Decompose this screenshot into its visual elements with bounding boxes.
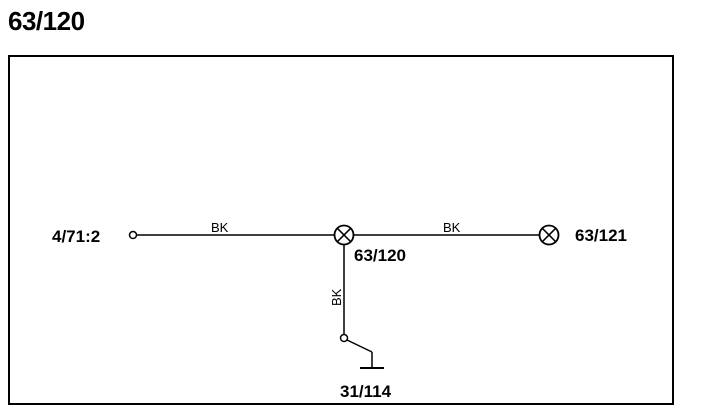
connector-right-label: 63/121 (575, 226, 627, 245)
splice-center-icon (333, 224, 355, 246)
splice-right-icon (538, 224, 560, 246)
ground-icon (339, 333, 384, 369)
terminal-left-icon (128, 230, 138, 240)
page-title: 63/120 (8, 6, 85, 36)
diagram-frame (8, 55, 674, 405)
wire-left-color-label: BK (211, 220, 229, 235)
connector-left-label: 4/71:2 (52, 227, 100, 246)
wire-vertical-color-label: BK (329, 288, 344, 306)
ground-label: 31/114 (340, 382, 392, 401)
wire-right-color-label: BK (443, 220, 461, 235)
connector-center-label: 63/120 (354, 246, 406, 265)
